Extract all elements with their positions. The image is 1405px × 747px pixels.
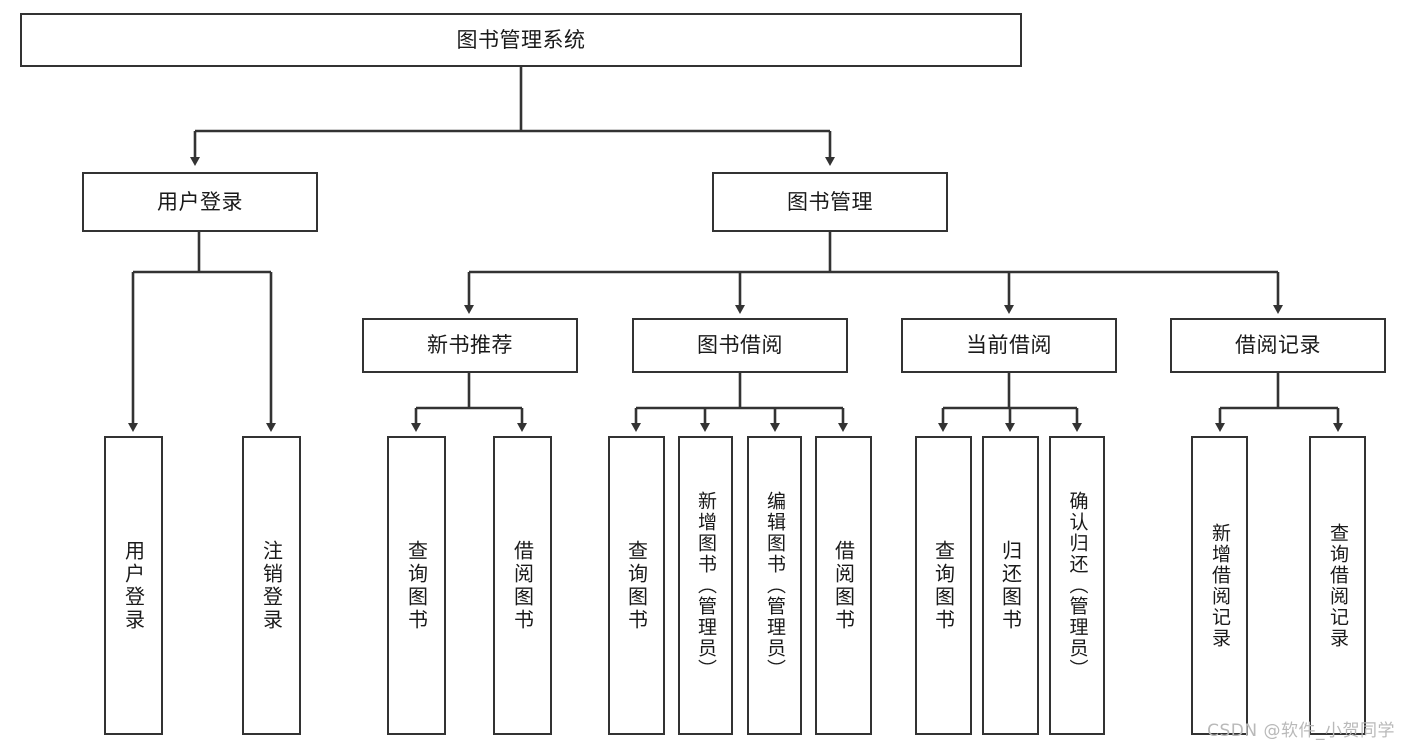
node-leaf-borrow-book-2[interactable]: 借阅图书 (815, 436, 872, 735)
node-leaf-user-login[interactable]: 用户登录 (104, 436, 163, 735)
node-new-book-recommend[interactable]: 新书推荐 (362, 318, 578, 373)
node-leaf-query-book-3[interactable]: 查询图书 (915, 436, 972, 735)
node-leaf-query-borrow-record-label: 查询借阅记录 (1327, 522, 1349, 649)
node-leaf-borrow-book-2-label: 借阅图书 (831, 539, 856, 632)
node-book-management[interactable]: 图书管理 (712, 172, 948, 232)
node-root[interactable]: 图书管理系统 (20, 13, 1022, 67)
node-user-login[interactable]: 用户登录 (82, 172, 318, 232)
node-borrow-record[interactable]: 借阅记录 (1170, 318, 1386, 373)
node-leaf-query-book-3-label: 查询图书 (931, 539, 956, 632)
node-root-label: 图书管理系统 (456, 27, 586, 52)
node-borrow-record-label: 借阅记录 (1235, 333, 1321, 358)
node-leaf-return-book[interactable]: 归还图书 (982, 436, 1039, 735)
node-book-borrow-label: 图书借阅 (697, 333, 783, 358)
node-leaf-add-borrow-record[interactable]: 新增借阅记录 (1191, 436, 1248, 735)
node-leaf-confirm-return-admin-label: 确认归还（管理员） (1066, 491, 1089, 680)
node-leaf-logout-login-label: 注销登录 (259, 539, 284, 632)
node-leaf-query-book-2[interactable]: 查询图书 (608, 436, 665, 735)
node-leaf-add-book-admin[interactable]: 新增图书（管理员） (678, 436, 733, 735)
node-leaf-query-book-1[interactable]: 查询图书 (387, 436, 446, 735)
node-current-borrow-label: 当前借阅 (966, 333, 1052, 358)
node-leaf-add-book-admin-label: 新增图书（管理员） (695, 491, 717, 680)
node-leaf-query-borrow-record[interactable]: 查询借阅记录 (1309, 436, 1366, 735)
node-leaf-edit-book-admin-label: 编辑图书（管理员） (764, 491, 786, 680)
node-leaf-return-book-label: 归还图书 (998, 539, 1023, 632)
node-leaf-query-book-2-label: 查询图书 (624, 539, 649, 632)
node-current-borrow[interactable]: 当前借阅 (901, 318, 1117, 373)
node-leaf-borrow-book-1-label: 借阅图书 (510, 539, 535, 632)
node-leaf-add-borrow-record-label: 新增借阅记录 (1209, 522, 1231, 649)
node-leaf-user-login-label: 用户登录 (121, 539, 146, 632)
node-book-management-label: 图书管理 (787, 189, 873, 214)
node-leaf-confirm-return-admin[interactable]: 确认归还（管理员） (1049, 436, 1105, 735)
node-leaf-edit-book-admin[interactable]: 编辑图书（管理员） (747, 436, 802, 735)
node-new-book-recommend-label: 新书推荐 (427, 333, 513, 358)
node-leaf-query-book-1-label: 查询图书 (404, 539, 429, 632)
node-book-borrow[interactable]: 图书借阅 (632, 318, 848, 373)
node-leaf-borrow-book-1[interactable]: 借阅图书 (493, 436, 552, 735)
node-leaf-logout-login[interactable]: 注销登录 (242, 436, 301, 735)
csdn-watermark: CSDN @软件_小贺同学 (1207, 721, 1395, 741)
node-user-login-label: 用户登录 (157, 189, 243, 214)
